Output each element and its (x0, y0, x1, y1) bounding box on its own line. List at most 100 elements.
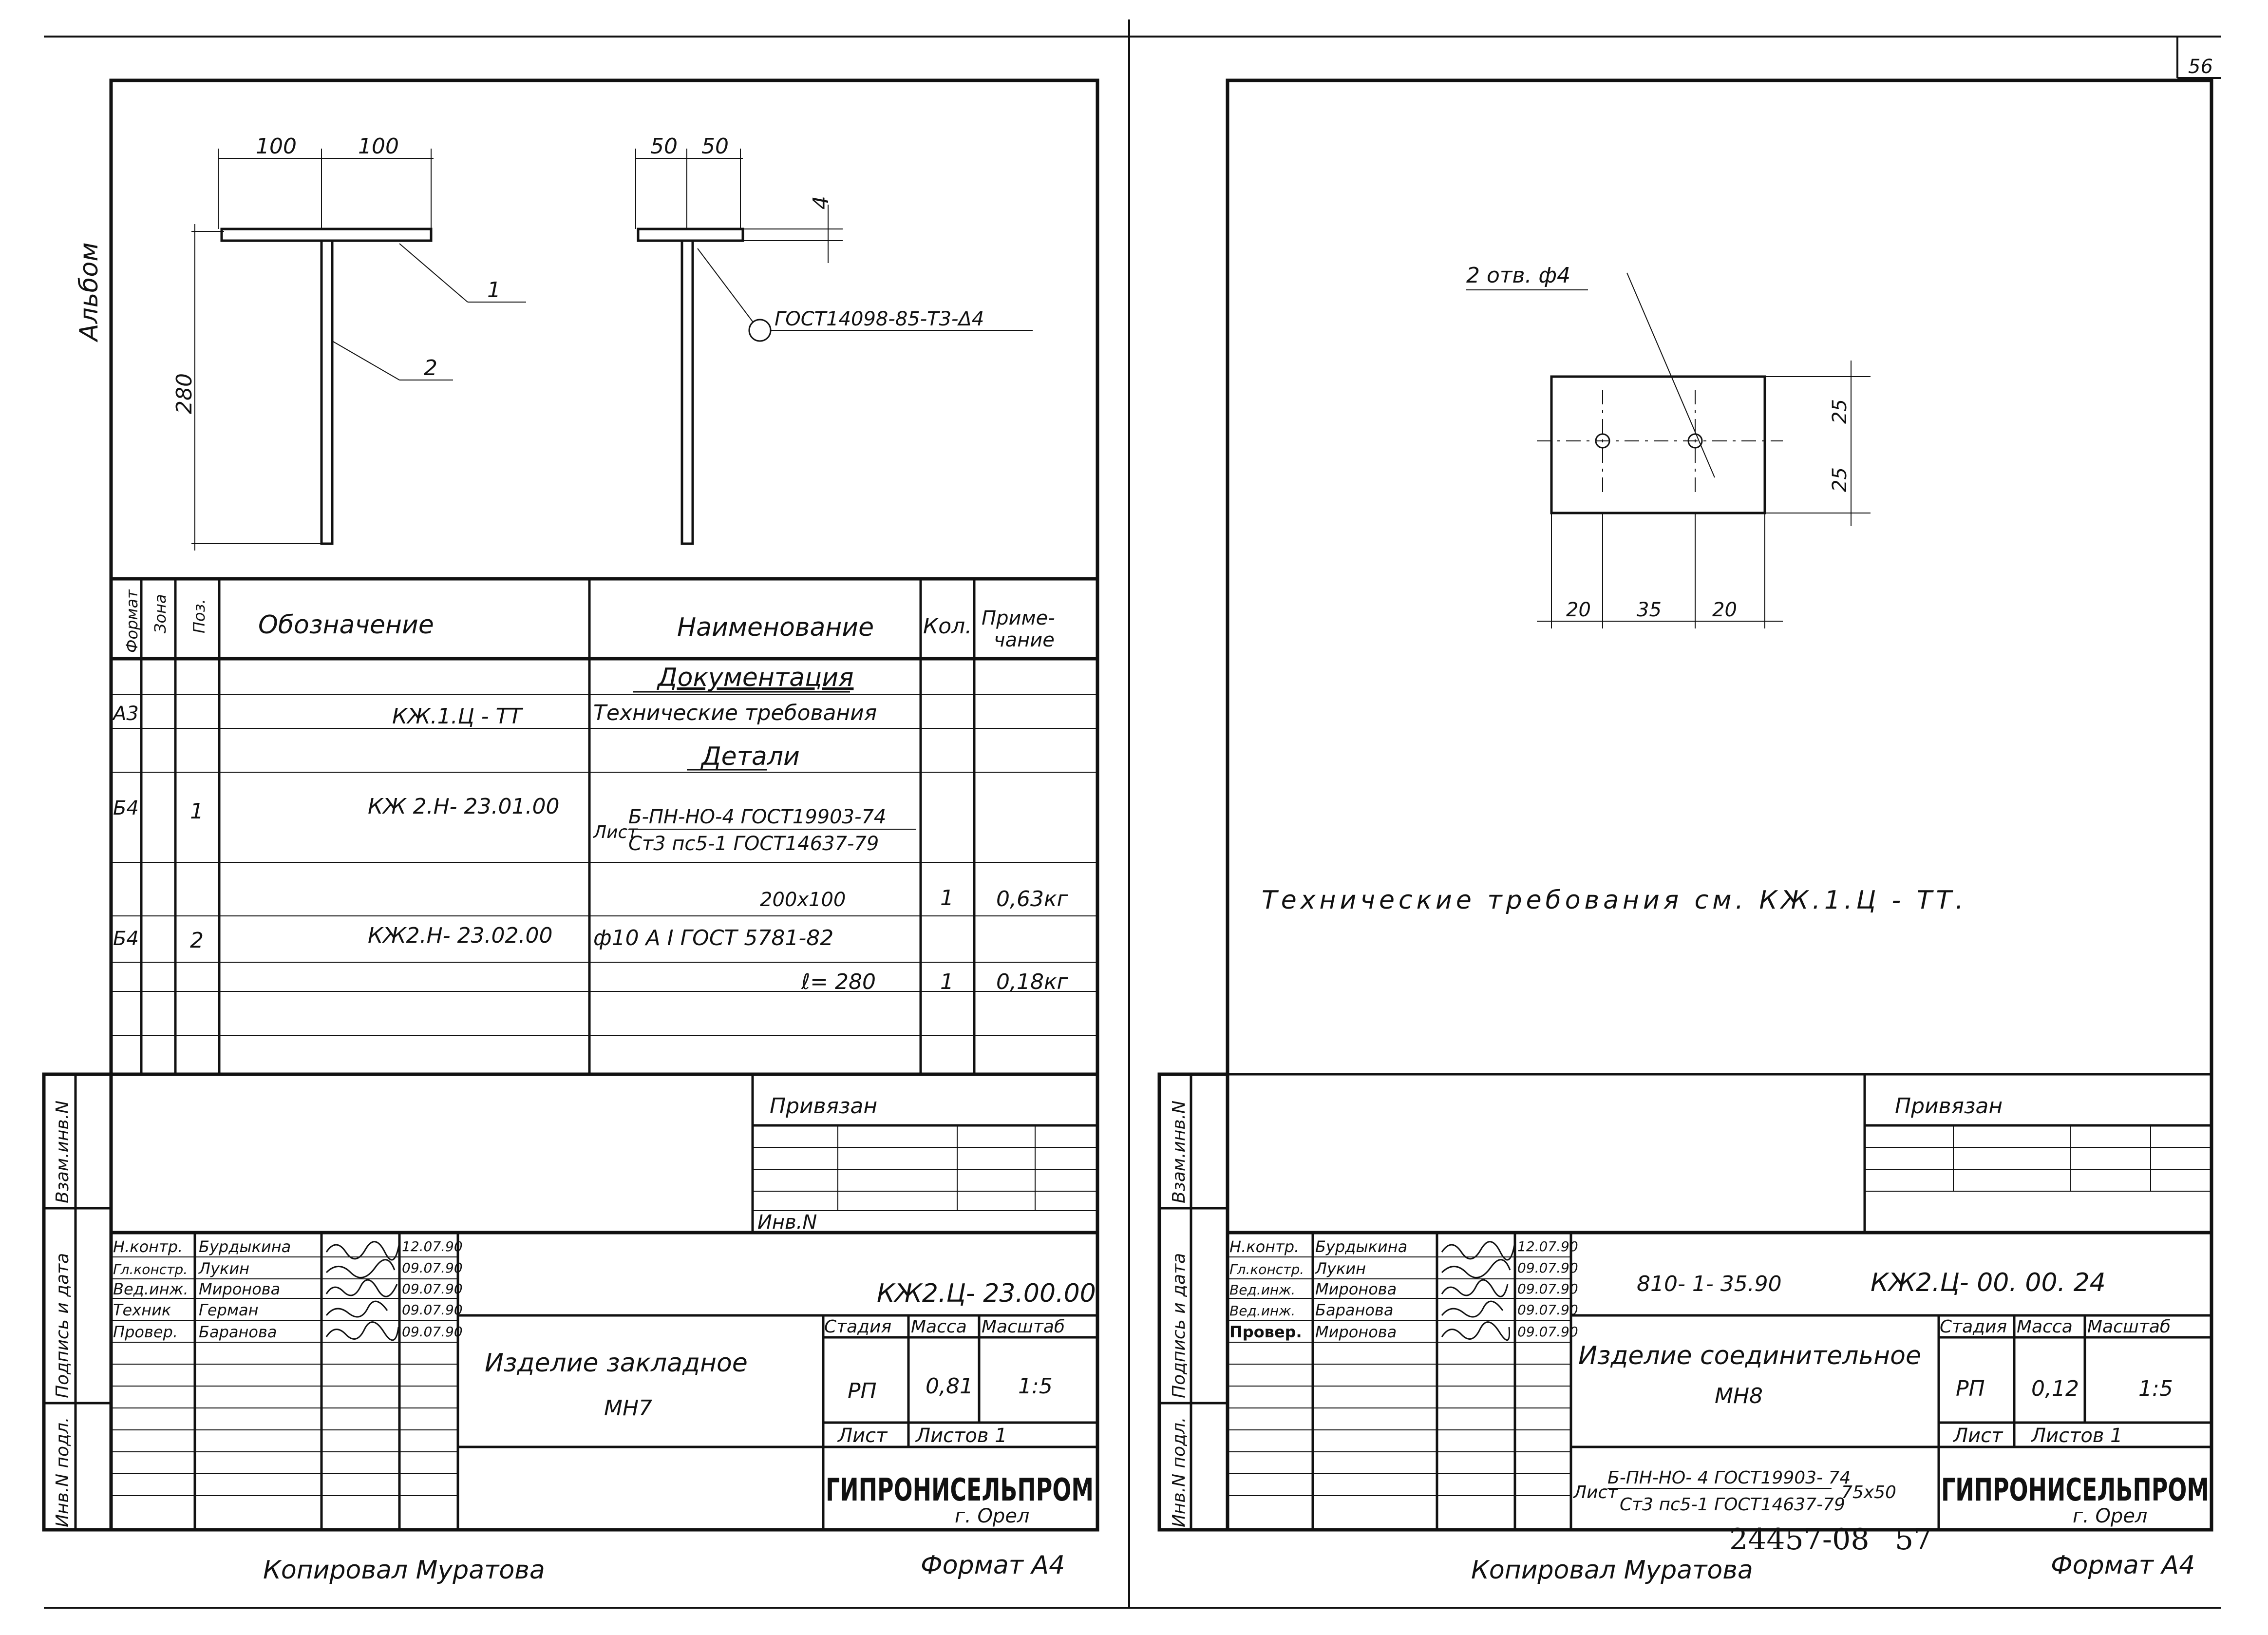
signer-name: Баранова (199, 1323, 277, 1341)
r3-pos: 2 (190, 928, 204, 953)
signer-row: Провер. Баранова 09.07.90 (113, 1323, 463, 1341)
right-stage-label: Стадия (1940, 1317, 2007, 1337)
signer-row: Н.контр. Бурдыкина 12.07.90 (113, 1237, 463, 1256)
r3-note: 0,18кг (996, 970, 1069, 994)
spec-section-docs: Документация (633, 663, 853, 693)
signer-role: Вед.инж. (1229, 1303, 1295, 1319)
right-sheet-label: Лист (1952, 1425, 2003, 1447)
right-stage: РП (1956, 1376, 1985, 1401)
left-sheets-label: Листов 1 (915, 1425, 1007, 1447)
left-city: г. Орел (955, 1505, 1030, 1527)
left-stage-label: Стадия (824, 1317, 891, 1337)
side-podp: Подпись и дата (53, 1253, 73, 1398)
right-title-1: Изделие соединительное (1578, 1341, 1921, 1370)
dim-h3: 20 (1712, 599, 1737, 621)
right-title-2: МН8 (1715, 1384, 1763, 1408)
archive-stamp-page: 57 (1895, 1522, 1932, 1557)
spec-row-3: Б4 2 КЖ2.Н- 23.02.00 ф10 А I ГОСТ 5781-8… (113, 923, 1069, 994)
side-inv: Инв.N подл. (1169, 1417, 1189, 1527)
spec-head-format: Формат (123, 589, 141, 653)
signer-role: Н.контр. (1229, 1237, 1299, 1256)
r2-size: 200х100 (760, 889, 846, 911)
dim-h1: 20 (1566, 599, 1591, 621)
dim-280: 280 (172, 373, 197, 414)
right-title-grid (1228, 1231, 2211, 1530)
side-inv: Инв.N подл. (53, 1417, 73, 1527)
dim-v1: 25 (1829, 399, 1851, 424)
left-scale-label: Масштаб (982, 1317, 1065, 1337)
signer-date: 09.07.90 (402, 1281, 463, 1297)
page-number: 56 (2188, 56, 2213, 78)
r2-designation: КЖ 2.Н- 23.01.00 (368, 794, 560, 819)
spec-head-zone: Зона (151, 594, 170, 633)
left-format: Формат А4 (921, 1551, 1065, 1580)
right-copied: Копировал Муратова (1471, 1556, 1753, 1585)
right-frame (1226, 78, 2213, 1532)
signer-date: 09.07.90 (402, 1302, 463, 1318)
holes-callout: 2 отв. ф4 (1466, 263, 1570, 288)
side-vzam: Взам.инв.N (53, 1101, 73, 1203)
r2-name-2: Ст3 пс5-1 ГОСТ14637-79 (628, 833, 879, 855)
right-sheet: 2 отв. ф4 25 25 20 35 20 Технические тре… (1157, 78, 2213, 1585)
dim-h2: 35 (1637, 599, 1662, 621)
dim-50-a: 50 (650, 134, 678, 159)
right-mass: 0,12 (2031, 1376, 2079, 1401)
right-scale: 1:5 (2138, 1376, 2173, 1401)
spec-row-1: А3 КЖ.1.Ц - ТТ Технические требования (112, 701, 877, 729)
left-org: ГИПРОНИСЕЛЬПРОМ (826, 1472, 1094, 1508)
archive-stamp: 24457-08 (1729, 1522, 1870, 1557)
r1-designation: КЖ.1.Ц - ТТ (392, 704, 523, 729)
right-mat-size: 75х50 (1841, 1483, 1896, 1502)
plate-drawing (1466, 272, 1871, 628)
left-sheet: Альбом 100 100 280 1 2 (42, 78, 1099, 1585)
signer-name: Баранова (1315, 1301, 1393, 1319)
spec-head-note-2: чание (994, 629, 1055, 651)
page-frame (44, 19, 2221, 1609)
signer-row: Гл.констр. Лукин 09.07.90 (113, 1259, 463, 1278)
side-view (635, 149, 1033, 545)
signer-name: Миронова (1315, 1323, 1397, 1341)
signer-role: Гл.констр. (1229, 1261, 1304, 1277)
callout-1: 1 (487, 278, 501, 303)
signer-row: Вед.инж. Миронова 09.07.90 (1229, 1280, 1578, 1298)
album-label: Альбом (75, 242, 104, 342)
signer-date: 09.07.90 (1517, 1260, 1578, 1276)
signer-role: Н.контр. (113, 1237, 183, 1256)
side-vzam: Взам.инв.N (1169, 1101, 1189, 1203)
right-mat-1: Б-ПН-НО- 4 ГОСТ19903- 74 (1607, 1468, 1851, 1488)
left-copied: Копировал Муратова (263, 1556, 545, 1585)
right-privyazan: Привязан (1895, 1094, 2003, 1119)
spec-table-grid (111, 577, 1097, 1076)
right-scale-label: Масштаб (2087, 1317, 2171, 1337)
right-signatures (1441, 1241, 1516, 1341)
signer-name: Герман (199, 1301, 259, 1319)
signer-row: Н.контр. Бурдыкина 12.07.90 (1229, 1237, 1578, 1256)
spec-section-parts: Детали (687, 742, 800, 771)
left-scale: 1:5 (1018, 1374, 1053, 1399)
spec-head-note-1: Приме- (982, 607, 1055, 629)
right-org: ГИПРОНИСЕЛЬПРОМ (1941, 1472, 2209, 1508)
left-title-2: МН7 (604, 1396, 652, 1421)
left-privyazan-grid (751, 1074, 1097, 1233)
left-sheet-label: Лист (837, 1425, 888, 1447)
left-side-stamp (42, 1072, 113, 1532)
signer-row: Вед.инж. Миронова 09.07.90 (113, 1280, 463, 1298)
signer-role: Вед.инж. (113, 1280, 189, 1298)
r2-prefix: Лист (592, 822, 638, 842)
r3-qty: 1 (940, 970, 954, 994)
signer-role: Техник (113, 1301, 171, 1319)
left-stage: РП (848, 1379, 877, 1404)
spec-head-name: Наименование (677, 613, 874, 642)
signer-date: 09.07.90 (402, 1260, 463, 1276)
r3-format: Б4 (113, 928, 139, 950)
dim-50-b: 50 (701, 134, 729, 159)
signer-role: Вед.инж. (1229, 1282, 1295, 1298)
r2-name-1: Б-ПН-НО-4 ГОСТ19903-74 (628, 806, 886, 828)
left-mass-label: Масса (911, 1317, 967, 1337)
r3-designation: КЖ2.Н- 23.02.00 (368, 923, 553, 948)
signer-name: Миронова (199, 1280, 280, 1298)
left-privyazan: Привязан (770, 1094, 877, 1119)
signer-name: Миронова (1315, 1280, 1397, 1298)
signer-name: Лукин (1315, 1259, 1366, 1278)
